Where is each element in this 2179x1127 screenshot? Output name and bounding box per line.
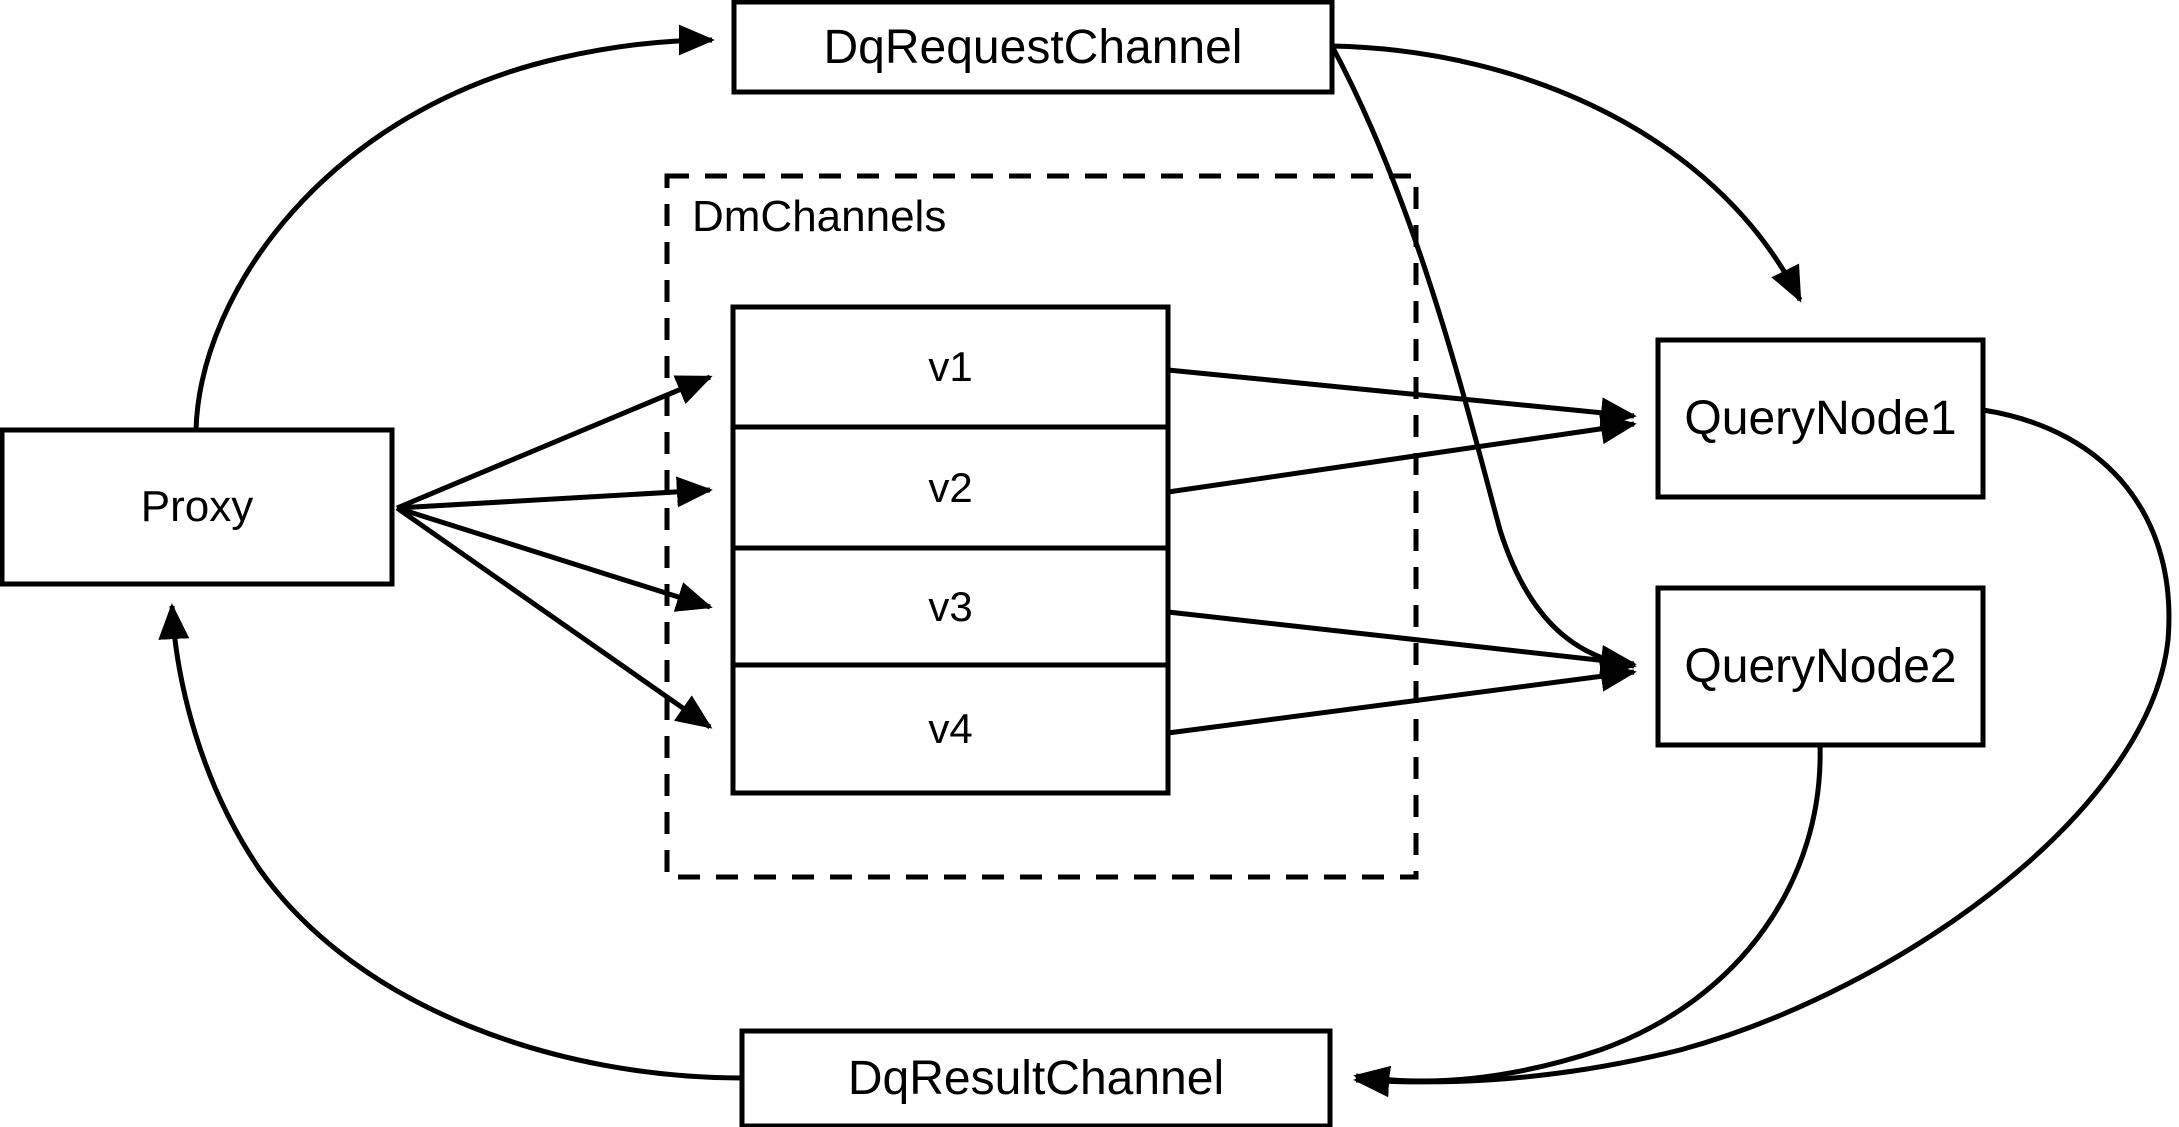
query-node-1-box[interactable] bbox=[1655, 337, 1986, 500]
edge-dq-result-channel-to-proxy bbox=[158, 603, 743, 1081]
dq-request-channel-box[interactable] bbox=[731, 0, 1335, 95]
edge-query-node-1-to-dq-result-channel bbox=[1353, 407, 2172, 1098]
edge-proxy-to-v3 bbox=[396, 505, 713, 612]
dq-result-channel-box[interactable] bbox=[739, 1028, 1333, 1127]
edge-query-node-2-to-dq-result-channel bbox=[1353, 744, 1823, 1097]
edge-dq-request-channel-to-query-node-1 bbox=[1331, 43, 1803, 303]
dm-channels-group-caption: DmChannels bbox=[692, 192, 947, 241]
query-node-2-box[interactable] bbox=[1655, 585, 1986, 748]
edge-v1-to-query-node-1 bbox=[1167, 367, 1637, 429]
edge-proxy-to-v1 bbox=[396, 374, 713, 511]
edge-proxy-to-v2 bbox=[396, 476, 713, 511]
edge-v3-to-query-node-2 bbox=[1167, 609, 1637, 676]
edge-proxy-to-v4 bbox=[395, 505, 713, 730]
edge-v2-to-query-node-1 bbox=[1167, 413, 1637, 495]
edge-v4-to-query-node-2 bbox=[1167, 660, 1637, 736]
edge-dq-request-channel-to-query-node-2 bbox=[1329, 44, 1637, 677]
edge-proxy-to-dq-request-channel bbox=[193, 24, 715, 431]
proxy-box[interactable] bbox=[0, 427, 395, 587]
dm-channels-group-box bbox=[664, 173, 1419, 880]
